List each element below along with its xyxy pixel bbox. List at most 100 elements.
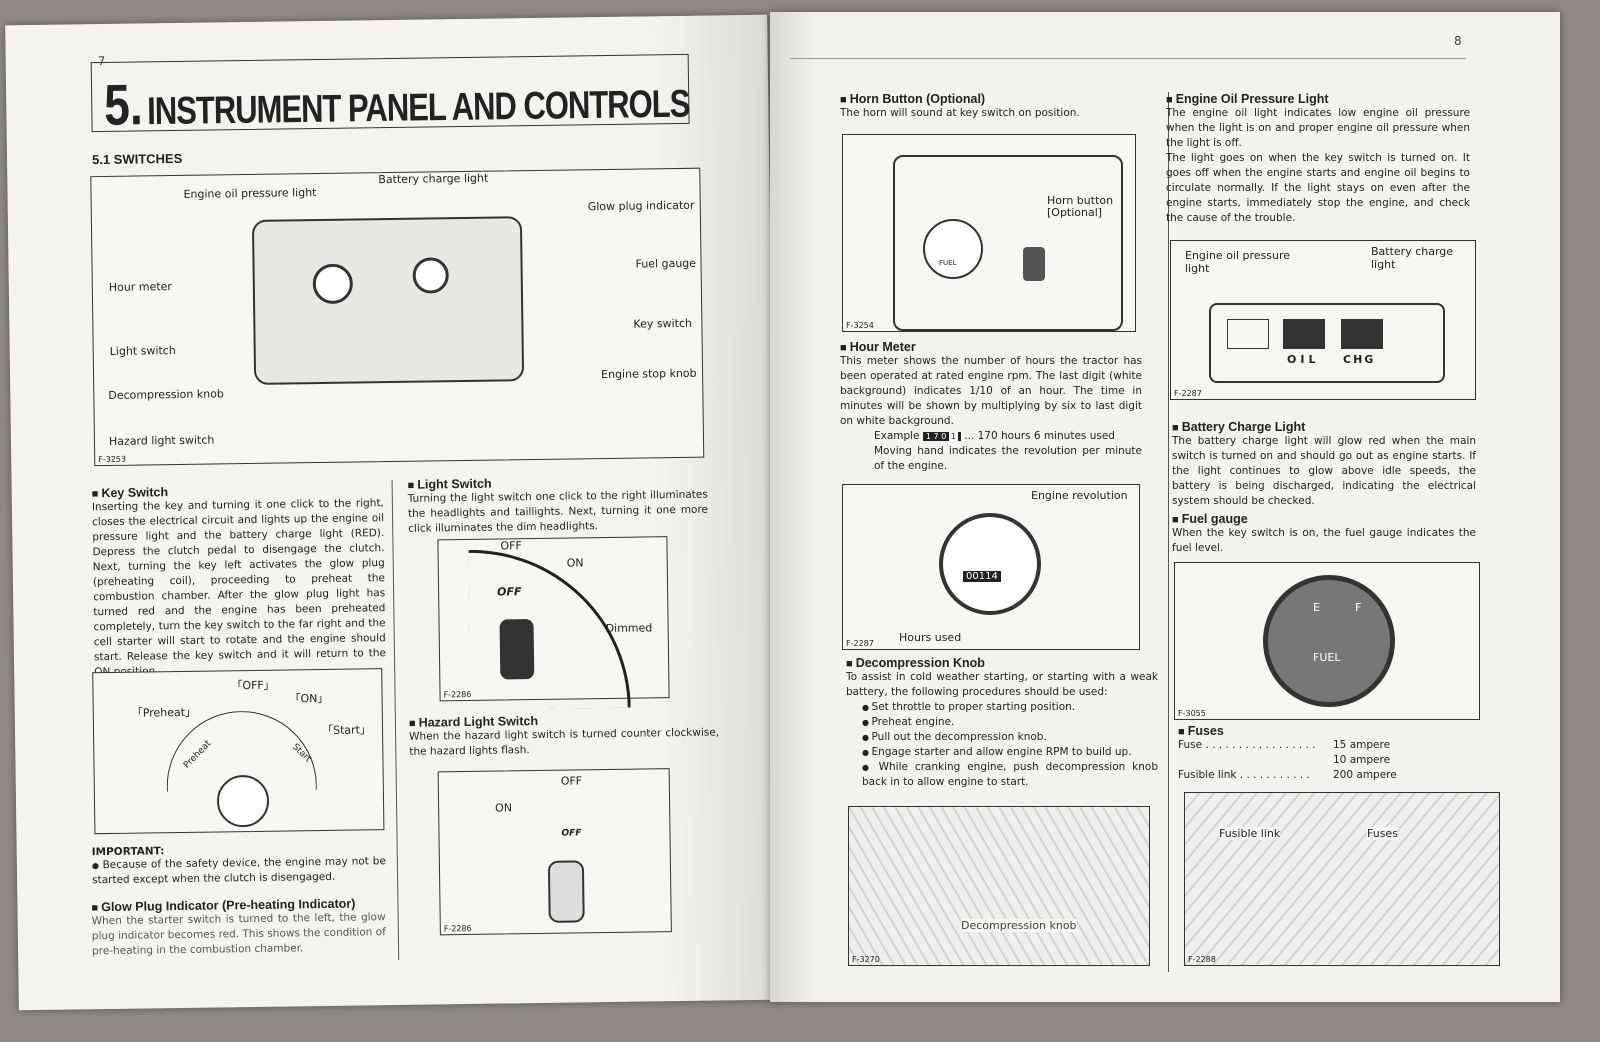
- oil-light: [1283, 319, 1325, 349]
- horn-figure: FUEL Horn button [Optional] F-3254: [842, 134, 1136, 332]
- label-f: F: [1355, 601, 1362, 614]
- instrument-panel-figure: Engine oil pressure light Battery charge…: [90, 167, 705, 467]
- list-item: Engage starter and allow engine RPM to b…: [862, 745, 1158, 760]
- switch-knob: [499, 619, 535, 680]
- figure-code: F-2286: [443, 923, 472, 934]
- label-fuel-gauge: Fuel gauge: [635, 256, 697, 271]
- label-engine-stop: Engine stop knob: [601, 366, 697, 382]
- page-number: 8: [1454, 34, 1462, 48]
- key-switch-section: Key Switch Inserting the key and turning…: [92, 482, 387, 680]
- label-hours-used: Hours used: [899, 631, 962, 644]
- fuel-gauge-dial: [923, 219, 983, 279]
- title-number: 5.: [103, 71, 144, 138]
- fuel-gauge-body: When the key switch is on, the fuel gaug…: [1172, 527, 1476, 554]
- figure-code: F-3253: [98, 454, 127, 465]
- left-page: 7 5. INSTRUMENT PANEL AND CONTROLS 5.1 S…: [5, 14, 781, 1011]
- fuse-row: Fuse . . . . . . . . . . . . . . . . . 15…: [1178, 738, 1468, 753]
- panel-drawing: [893, 155, 1123, 331]
- light-switch-section: Light Switch Turning the light switch on…: [408, 474, 709, 537]
- charge-light: [1341, 319, 1383, 349]
- label-battery-light: Battery charge light: [1371, 245, 1454, 271]
- light-switch-body: Turning the light switch one click to th…: [407, 488, 709, 535]
- moving-hand-text: Moving hand indicates the revolution per…: [874, 445, 1142, 472]
- page-title: 5. INSTRUMENT PANEL AND CONTROLS: [104, 63, 690, 139]
- header-rule: [790, 58, 1466, 59]
- figure-code: F-2287: [846, 639, 874, 648]
- decompression-photo: Decompression knob F-3270: [848, 806, 1150, 966]
- list-item: Pull out the decompression knob.: [862, 730, 1158, 745]
- title-text: INSTRUMENT PANEL AND CONTROLS: [146, 81, 690, 133]
- fuses-section: Fuses Fuse . . . . . . . . . . . . . . .…: [1178, 724, 1468, 783]
- digit: 1: [948, 432, 958, 441]
- label-start: 「Start」: [321, 723, 371, 738]
- figure-code: F-3055: [1178, 709, 1206, 718]
- blank-light: [1227, 319, 1269, 349]
- label-e: E: [1313, 601, 1320, 614]
- battery-section: Battery Charge Light The battery charge …: [1172, 420, 1476, 509]
- horn-heading: Horn Button (Optional): [840, 92, 1140, 106]
- figure-code: F-2286: [443, 689, 472, 700]
- title-frame: 5. INSTRUMENT PANEL AND CONTROLS: [90, 53, 690, 137]
- glow-plug-section: Glow Plug Indicator (Pre-heating Indicat…: [91, 896, 386, 959]
- battery-heading: Battery Charge Light: [1172, 420, 1476, 434]
- label-off: OFF: [560, 774, 583, 788]
- label-oil-light: Engine oil pressure light: [1185, 249, 1291, 275]
- label-decompression-knob: Decompression knob: [961, 919, 1077, 932]
- hour-digits: 00114: [963, 571, 1001, 582]
- panel-drawing: [251, 216, 525, 385]
- figure-code: F-3270: [852, 955, 880, 964]
- hazard-knob: [547, 860, 585, 923]
- fuse-value: 15 ampere: [1333, 739, 1391, 751]
- label-fusible-link: Fusible link: [1219, 827, 1281, 840]
- list-item: Preheat engine.: [862, 715, 1158, 730]
- example-label: Example: [874, 430, 920, 442]
- label-glow: Glow plug indicator: [587, 198, 695, 214]
- warning-lights-figure: Engine oil pressure light Battery charge…: [1170, 240, 1476, 400]
- light-switch-figure: OFF ON OFF Dimmed F-2286: [437, 536, 670, 710]
- list-item: Set throttle to proper starting position…: [862, 700, 1158, 715]
- fuel-gauge-section: Fuel gauge When the key switch is on, th…: [1172, 512, 1476, 556]
- label-off: 「OFF」: [231, 678, 275, 693]
- label-off: OFF: [500, 539, 522, 553]
- hour-example: Example 1 7 0 1 ... 170 hours 6 minutes …: [840, 429, 1142, 444]
- horn-button-drawing: [1023, 247, 1045, 281]
- figure-code: F-2288: [1188, 955, 1216, 964]
- label-preheat: 「Preheat」: [131, 705, 197, 720]
- column-divider: [391, 480, 400, 960]
- oil-pressure-heading: Engine Oil Pressure Light: [1166, 92, 1470, 106]
- tachometer-dial: [939, 513, 1041, 615]
- label-battery: Battery charge light: [378, 171, 489, 187]
- example-digits: 1 7 0 1: [922, 432, 961, 441]
- hazard-body: When the hazard light switch is turned c…: [409, 726, 720, 758]
- label-fuses: Fuses: [1367, 827, 1398, 840]
- label-fuel: FUEL: [1313, 651, 1341, 664]
- hazard-figure: OFF ON OFF F-2286: [437, 768, 672, 936]
- fuel-dial: [1263, 575, 1395, 707]
- label-engine-revolution: Engine revolution: [1031, 489, 1128, 502]
- fuel-label: FUEL: [939, 259, 957, 267]
- label-hour-meter: Hour meter: [108, 280, 172, 294]
- label-hazard: Hazard light switch: [108, 433, 215, 448]
- oil-pressure-body: The engine oil light indicates low engin…: [1166, 107, 1470, 149]
- decompression-body: To assist in cold weather starting, or s…: [846, 671, 1158, 698]
- important-note: IMPORTANT: Because of the safety device,…: [92, 842, 387, 888]
- fuse-name: Fuse . . . . . . . . . . . . . . . . .: [1178, 739, 1316, 751]
- important-item: Because of the safety device, the engine…: [92, 854, 386, 888]
- figure-code: F-2287: [1174, 389, 1202, 398]
- hour-meter-figure: 00114 Engine revolution Hours used F-228…: [842, 484, 1140, 650]
- digit: 1: [925, 432, 931, 441]
- column-divider: [1168, 92, 1169, 972]
- label-off-italic: OFF: [497, 585, 522, 599]
- oil-pressure-body-2: The light goes on when the key switch is…: [1166, 152, 1470, 224]
- fuses-photo: Fusible link Fuses F-2288: [1184, 792, 1500, 966]
- hour-meter-body: This meter shows the number of hours the…: [840, 355, 1142, 427]
- hazard-section: Hazard Light Switch When the hazard ligh…: [409, 711, 720, 759]
- fuse-row: 10 ampere: [1178, 753, 1468, 768]
- label-on: ON: [566, 556, 584, 570]
- key-switch-body: Inserting the key and turning it one cli…: [91, 497, 387, 678]
- right-page: 8 Horn Button (Optional) The horn will s…: [770, 12, 1560, 1002]
- horn-section: Horn Button (Optional) The horn will sou…: [840, 92, 1140, 121]
- label-horn: Horn button [Optional]: [1047, 194, 1114, 219]
- fuse-value: 10 ampere: [1333, 754, 1391, 766]
- list-item: While cranking engine, push decompressio…: [862, 760, 1158, 790]
